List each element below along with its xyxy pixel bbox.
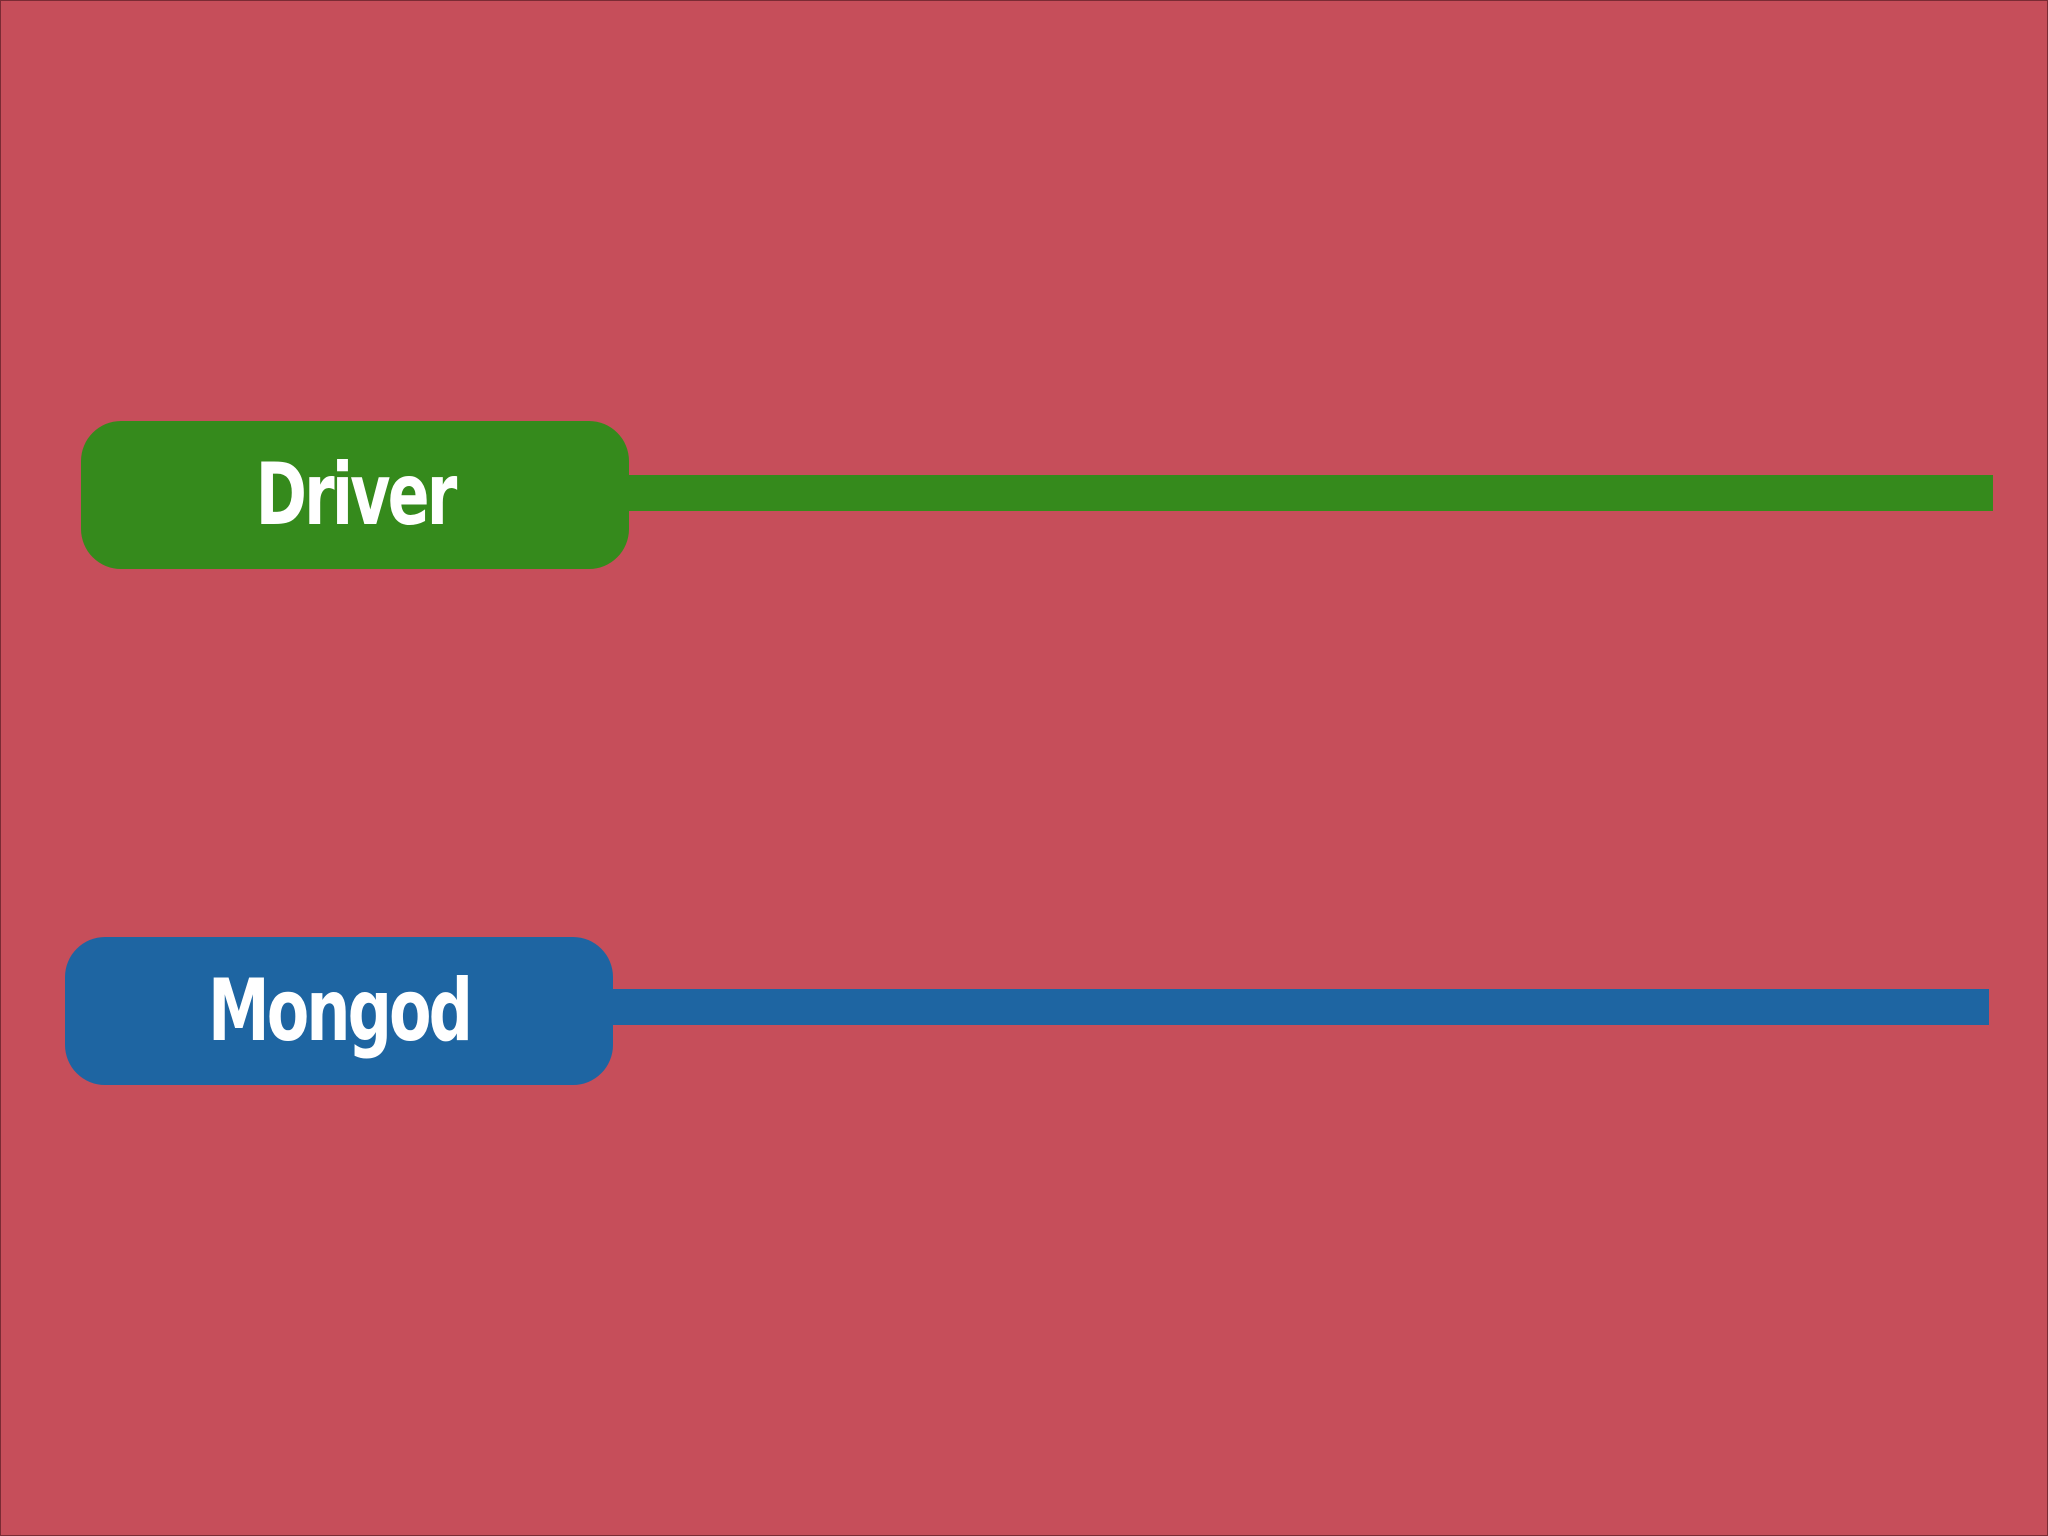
- driver-label: Driver: [255, 445, 458, 545]
- mongod-label-box: Mongod: [65, 937, 613, 1085]
- mongod-label: Mongod: [207, 961, 473, 1061]
- driver-label-box: Driver: [81, 421, 629, 569]
- mongod-timeline-line: [605, 989, 1989, 1025]
- driver-timeline-line: [621, 475, 1993, 511]
